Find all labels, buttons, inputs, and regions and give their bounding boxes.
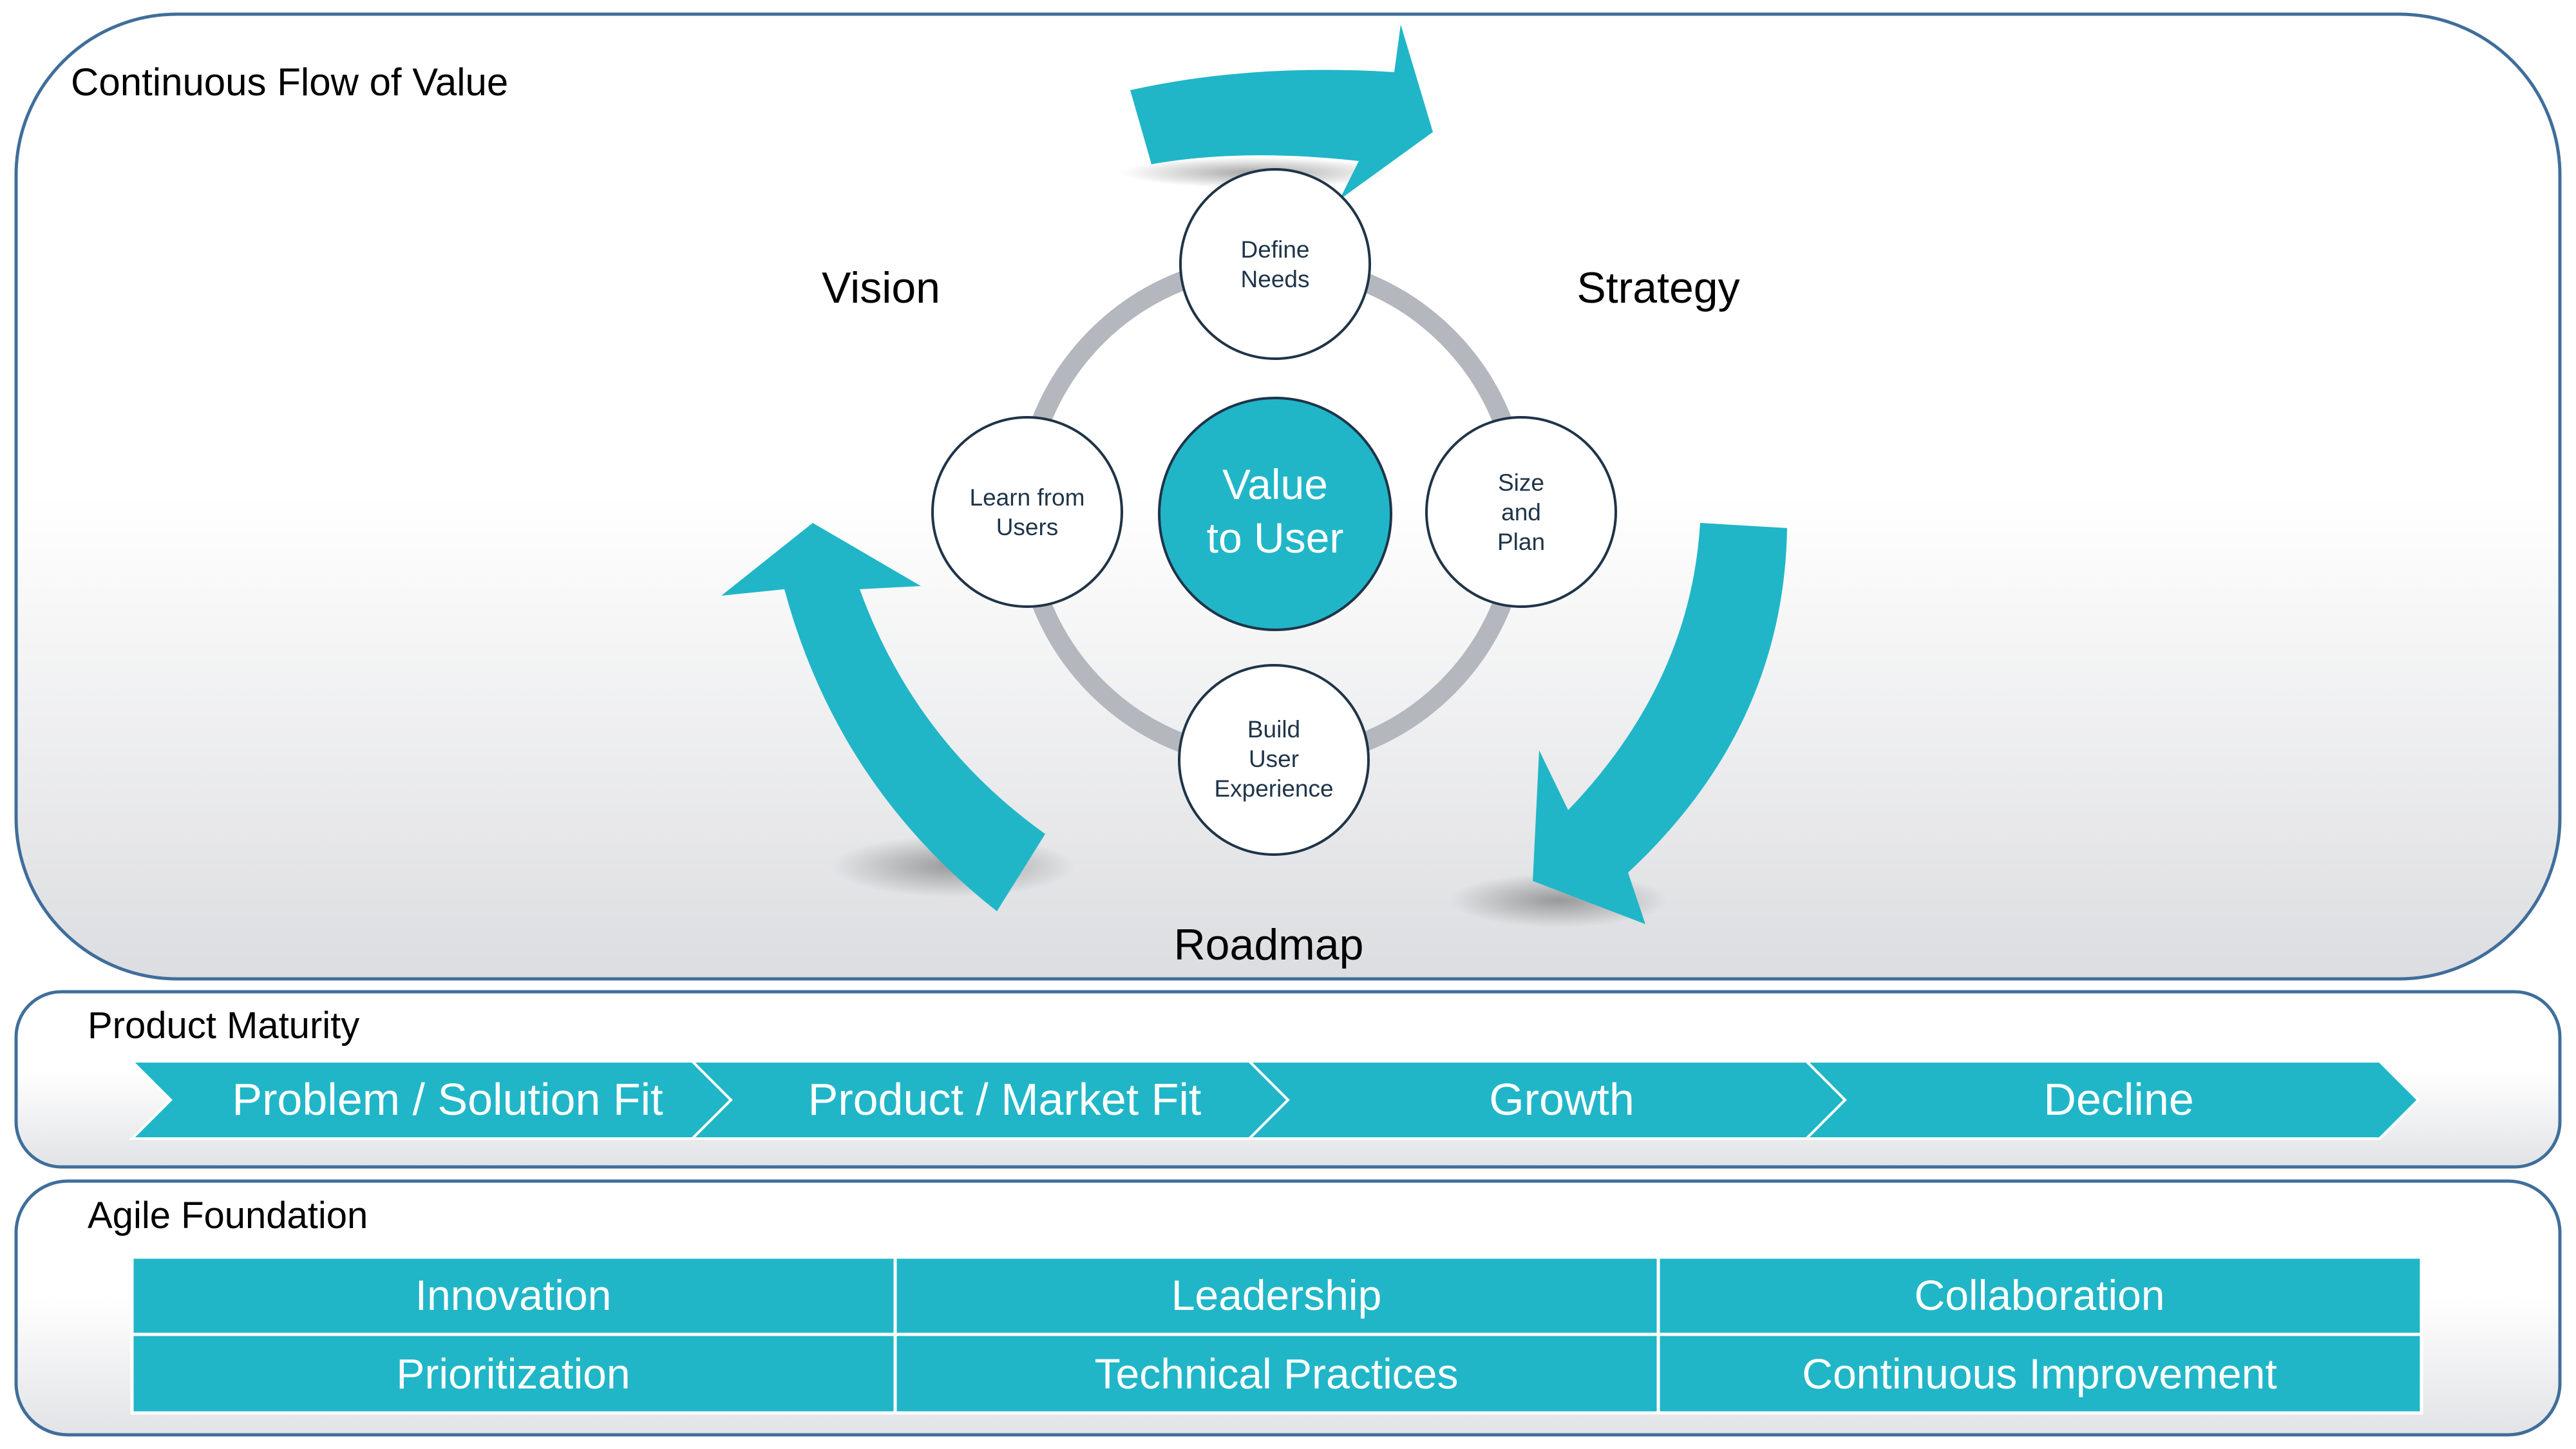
agile-cell-label: Continuous Improvement	[1802, 1350, 2277, 1397]
agile-grid	[130, 1255, 2423, 1415]
maturity-stage-label: Problem / Solution Fit	[232, 1074, 663, 1124]
node-define-needs: Define Needs	[1179, 168, 1371, 360]
label-vision: Vision	[822, 263, 940, 312]
node-text: Learn from	[970, 484, 1085, 511]
agile-cell	[1656, 1255, 2423, 1336]
agile-cell	[893, 1332, 1660, 1415]
node-text: Build	[1247, 716, 1300, 743]
agile-cell-label: Innovation	[415, 1271, 612, 1319]
node-text: Users	[996, 514, 1059, 540]
node-build-user-experience: Build User Experience	[1178, 664, 1370, 856]
flow-arrow-right	[1533, 523, 1787, 924]
value-to-user-circle	[1158, 397, 1392, 631]
node-text: Needs	[1241, 266, 1310, 292]
flow-panel-title: Continuous Flow of Value	[71, 61, 508, 104]
node-text: and	[1501, 499, 1541, 526]
maturity-panel-title: Product Maturity	[88, 1005, 359, 1046]
flow-arrow-left	[721, 523, 1045, 911]
agile-cell-label: Technical Practices	[1095, 1350, 1459, 1397]
maturity-stage-label: Product / Market Fit	[808, 1074, 1202, 1124]
node-text: User	[1249, 746, 1299, 772]
center-label-line1: Value	[1222, 460, 1328, 508]
node-text: Define	[1241, 236, 1310, 263]
flow-arrow-top	[1130, 24, 1433, 200]
agile-cell-label: Collaboration	[1915, 1271, 2165, 1319]
agile-cell-label: Leadership	[1171, 1271, 1382, 1319]
agile-cell	[130, 1255, 897, 1336]
maturity-stage-chevron	[1803, 1060, 2420, 1140]
maturity-stage-label: Decline	[2043, 1074, 2193, 1124]
agile-cell-label: Prioritization	[396, 1350, 630, 1397]
label-roadmap: Roadmap	[1174, 920, 1364, 969]
maturity-stage-label: Growth	[1489, 1074, 1634, 1124]
node-text: Experience	[1214, 775, 1333, 802]
agile-panel-title: Agile Foundation	[88, 1195, 368, 1236]
node-learn-from-users: Learn from Users	[931, 416, 1123, 608]
label-strategy: Strategy	[1577, 263, 1739, 312]
center-label-line2: to User	[1207, 514, 1344, 562]
agile-cell	[130, 1332, 897, 1415]
node-text: Size	[1498, 469, 1544, 496]
node-size-and-plan: Size and Plan	[1425, 416, 1617, 608]
node-text: Plan	[1497, 529, 1545, 555]
agile-cell	[1656, 1332, 2423, 1415]
